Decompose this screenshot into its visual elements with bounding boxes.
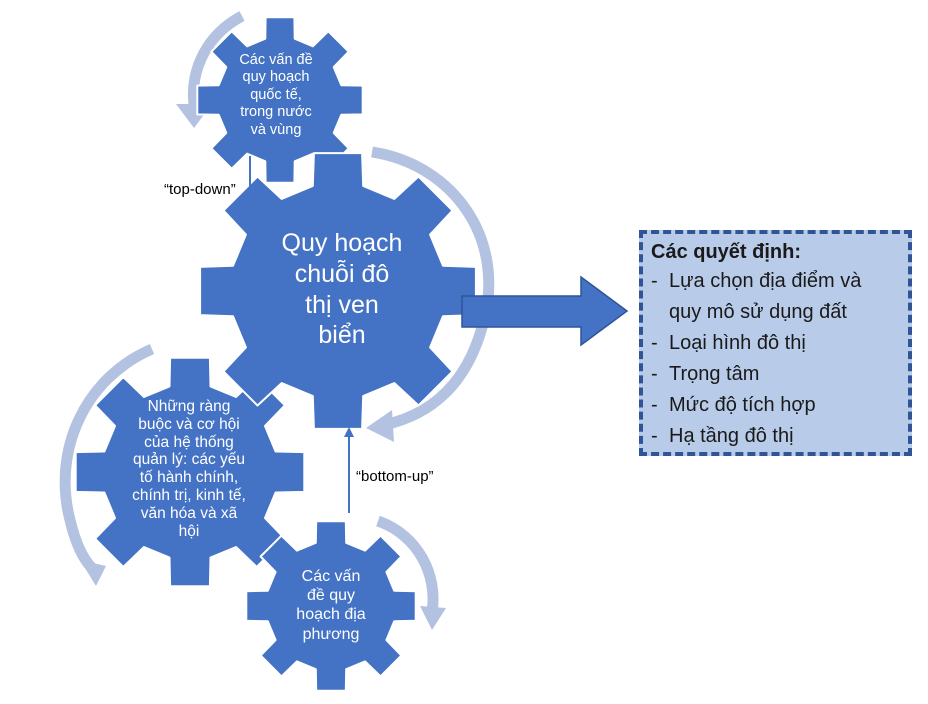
gear-left-label: Những ràng buộc và cơ hội của hệ thống q…: [132, 398, 246, 540]
gear-top: [196, 16, 364, 184]
decisions-title: Các quyết định:: [651, 241, 802, 263]
cycle-arrow-top: [187, 11, 245, 106]
gear-top-label: Các vấn đề quy hoạch quốc tế, trong nước…: [239, 52, 313, 138]
bullet-dash: -: [651, 425, 658, 447]
decisions-arrow: [461, 275, 629, 347]
bullet-dash: -: [651, 332, 658, 354]
cycle-arrowhead-left: [80, 560, 106, 586]
decision-item: - Loại hình đô thị: [651, 328, 902, 359]
gear-bottom: [245, 520, 417, 692]
top-down-label: “top-down”: [164, 181, 236, 198]
gear-center: [199, 152, 477, 430]
gear-center-label: Quy hoạch chuỗi đô thị ven biển: [281, 229, 403, 350]
decision-item: - Mức độ tích hợp: [651, 390, 902, 421]
bullet-dash: -: [651, 363, 658, 385]
bullet-dash: -: [651, 394, 658, 416]
cycle-arrowhead-bottom: [420, 606, 446, 630]
gear-layer: [74, 16, 477, 692]
cycle-arrow-bottom: [375, 515, 439, 613]
bottom-up-label: “bottom-up”: [356, 468, 434, 485]
cycle-arrowhead-center: [366, 410, 394, 442]
gear-bottom-label: Các vấn đề quy hoạch địa phương: [296, 568, 366, 643]
bullet-dash: -: [651, 270, 658, 292]
decision-item: - Lựa chọn địa điểm và quy mô sử dụng đấ…: [651, 266, 902, 328]
decision-item: - Trọng tâm: [651, 359, 902, 390]
cycle-arrow-left: [59, 343, 155, 572]
decision-item: - Hạ tầng đô thị: [651, 421, 902, 452]
decisions-box: Các quyết định: - Lựa chọn địa điểm và q…: [639, 230, 912, 456]
